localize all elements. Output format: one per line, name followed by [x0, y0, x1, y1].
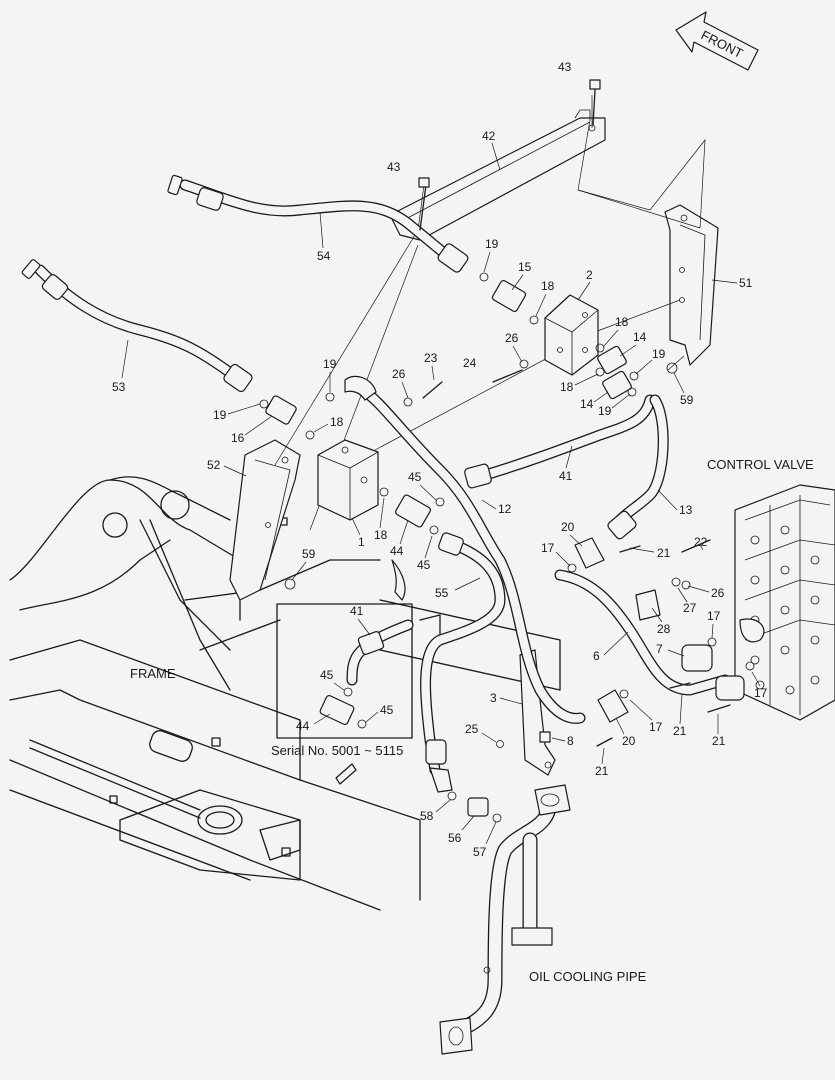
callout-42: 42	[482, 129, 496, 143]
callout-45: 45	[408, 470, 422, 484]
fittings	[259, 79, 755, 823]
callout-17: 17	[649, 720, 663, 734]
frame-label: FRAME	[130, 666, 176, 681]
callout-41: 41	[559, 469, 573, 483]
callout-59: 59	[302, 547, 316, 561]
callout-18: 18	[560, 380, 574, 394]
callout-14: 14	[633, 330, 647, 344]
callout-51: 51	[739, 276, 753, 290]
callout-45: 45	[320, 668, 334, 682]
machine-frame	[9, 476, 561, 911]
callout-18: 18	[374, 528, 388, 542]
callout-23: 23	[424, 351, 438, 365]
hose-41	[464, 394, 656, 489]
control-valve	[734, 484, 835, 721]
bracket-52	[229, 439, 301, 601]
callout-18: 18	[541, 279, 555, 293]
callout-26: 26	[711, 586, 725, 600]
callout-16: 16	[231, 431, 245, 445]
callout-15: 15	[518, 260, 532, 274]
callout-28: 28	[657, 622, 671, 636]
callout-21: 21	[673, 724, 687, 738]
callout-14: 14	[580, 397, 594, 411]
callout-44: 44	[390, 544, 404, 558]
callout-22: 22	[694, 535, 708, 549]
callout-45: 45	[380, 703, 394, 717]
callout-43: 43	[387, 160, 401, 174]
callout-12: 12	[498, 502, 512, 516]
bracket-3	[519, 649, 556, 776]
callout-19: 19	[652, 347, 666, 361]
callout-1: 1	[358, 535, 365, 549]
callout-21: 21	[595, 764, 609, 778]
callout-2: 2	[586, 268, 593, 282]
callout-20: 20	[561, 520, 575, 534]
inset-serial-detail	[276, 559, 414, 739]
callout-41: 41	[350, 604, 364, 618]
callout-17: 17	[754, 686, 768, 700]
callout-43: 43	[558, 60, 572, 74]
callout-19: 19	[598, 404, 612, 418]
oil-cooling-pipe	[439, 784, 571, 1055]
hose-13	[607, 394, 669, 540]
hose-54	[167, 174, 469, 273]
callout-26: 26	[392, 367, 406, 381]
callout-44: 44	[296, 719, 310, 733]
callout-59: 59	[680, 393, 694, 407]
serial-marker	[335, 763, 357, 785]
callout-7: 7	[656, 642, 663, 656]
callout-13: 13	[679, 503, 693, 517]
callout-52: 52	[207, 458, 221, 472]
callout-17: 17	[541, 541, 555, 555]
callout-19: 19	[323, 357, 337, 371]
callout-18: 18	[330, 415, 344, 429]
callout-20: 20	[622, 734, 636, 748]
hose-55	[420, 532, 506, 793]
front-arrow: FRONT	[675, 11, 759, 71]
callout-26: 26	[505, 331, 519, 345]
part-callouts: 43 42 43 54 19 15 2 18 51 26 18 14 24 18…	[112, 60, 768, 859]
hose-12	[344, 375, 586, 724]
control-valve-label: CONTROL VALVE	[707, 457, 814, 472]
callout-24: 24	[463, 356, 477, 370]
callout-53: 53	[112, 380, 126, 394]
callout-25: 25	[465, 722, 479, 736]
callout-27: 27	[683, 601, 697, 615]
hose-53	[21, 259, 253, 393]
callout-8: 8	[567, 734, 574, 748]
callout-17: 17	[707, 609, 721, 623]
bracket-51	[664, 204, 719, 366]
oil-cooling-pipe-label: OIL COOLING PIPE	[529, 969, 647, 984]
callout-21: 21	[712, 734, 726, 748]
callout-18: 18	[615, 315, 629, 329]
callout-19: 19	[213, 408, 227, 422]
callout-54: 54	[317, 249, 331, 263]
callout-58: 58	[420, 809, 434, 823]
callout-55: 55	[435, 586, 449, 600]
bracket-42	[389, 109, 606, 241]
callout-19: 19	[485, 237, 499, 251]
callout-3: 3	[490, 691, 497, 705]
callout-45: 45	[417, 558, 431, 572]
callout-57: 57	[473, 845, 487, 859]
callout-21: 21	[657, 546, 671, 560]
pipe-6	[554, 569, 731, 696]
callout-6: 6	[593, 649, 600, 663]
callout-56: 56	[448, 831, 462, 845]
serial-number-label: Serial No. 5001 ~ 5115	[271, 743, 403, 758]
